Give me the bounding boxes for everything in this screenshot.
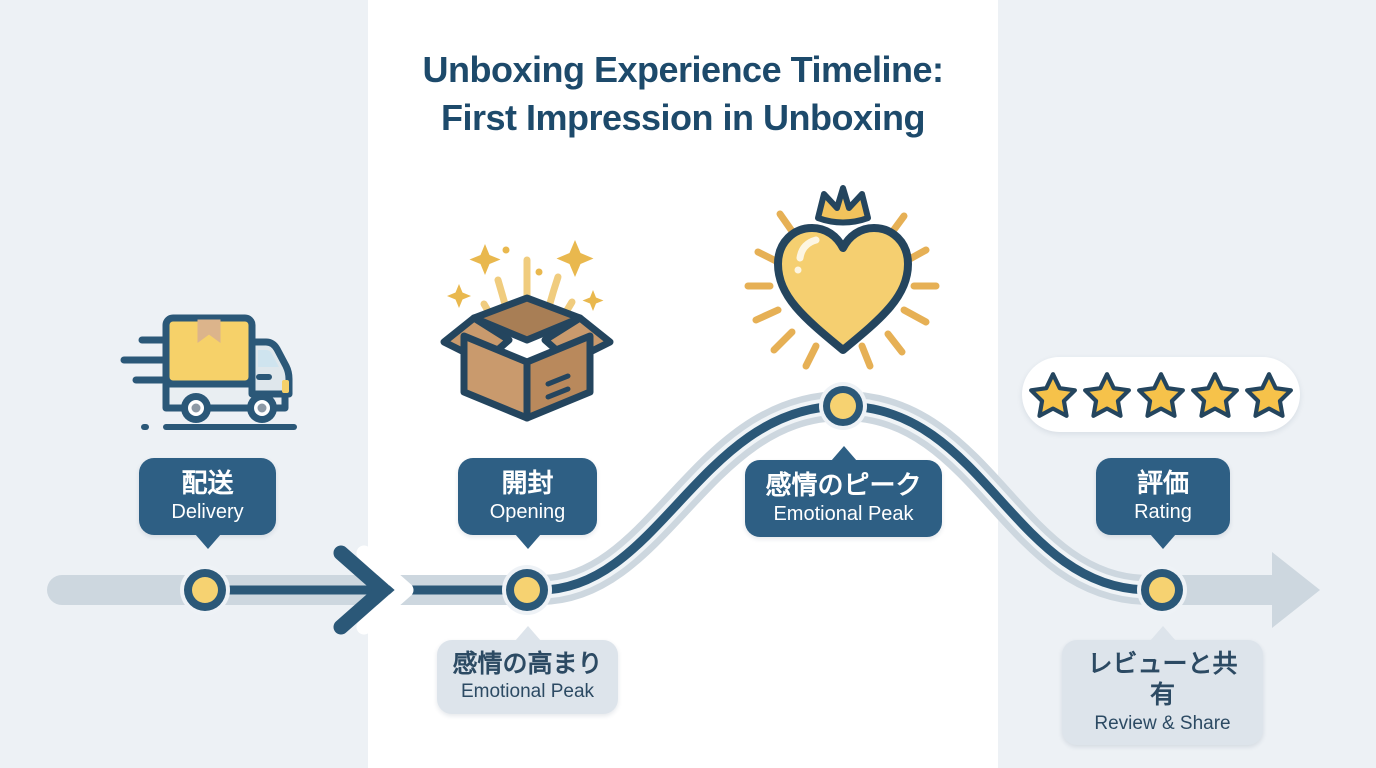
title-line-1: Unboxing Experience Timeline: (422, 49, 944, 90)
truck-wheels (181, 393, 277, 423)
star-icon (1029, 371, 1077, 418)
star-icon (1245, 371, 1293, 418)
timeline-end-arrow-icon (1272, 552, 1320, 628)
milestone-label-rating-en: Rating (1134, 500, 1192, 523)
annotation-emotional-rise-jp: 感情の高まり (452, 650, 603, 678)
milestone-label-opening-en: Opening (489, 500, 566, 523)
five-star-rating-icon (1022, 357, 1300, 432)
milestone-label-emotional-peak-jp: 感情のピーク (765, 470, 922, 500)
milestone-label-opening-jp: 開封 (501, 468, 554, 498)
milestone-label-rating-jp: 評価 (1136, 468, 1189, 498)
annotation-emotional-rise: 感情の高まり Emotional Peak (437, 640, 618, 714)
timeline-chevron-icon (333, 545, 391, 635)
delivery-truck-icon (110, 296, 300, 432)
milestone-label-opening: 開封 Opening (458, 458, 597, 535)
star-icon (1137, 371, 1185, 418)
timeline-chevron-gap (356, 545, 414, 635)
milestone-label-emotional-peak-en: Emotional Peak (773, 502, 914, 525)
milestone-label-delivery-en: Delivery (171, 500, 244, 523)
milestone-label-emotional-peak: 感情のピーク Emotional Peak (745, 460, 942, 537)
milestone-label-delivery-jp: 配送 (181, 468, 234, 498)
annotation-review-share-en: Review & Share (1094, 712, 1231, 734)
node-opening (502, 565, 552, 615)
page-title: Unboxing Experience Timeline: First Impr… (368, 46, 998, 142)
node-delivery (180, 565, 230, 615)
crowned-heart-icon (738, 182, 948, 378)
open-box-sparkles-icon (432, 232, 622, 432)
milestone-label-rating: 評価 Rating (1096, 458, 1230, 535)
node-rating (1137, 565, 1187, 615)
annotation-emotional-rise-en: Emotional Peak (460, 681, 595, 703)
milestone-label-delivery: 配送 Delivery (139, 458, 276, 535)
annotation-review-share-jp: レビューと共有 (1087, 650, 1238, 710)
node-emotional-peak (819, 382, 867, 430)
title-line-2: First Impression in Unboxing (440, 96, 926, 138)
star-icon (1191, 371, 1239, 418)
annotation-review-share: レビューと共有 Review & Share (1062, 640, 1263, 746)
star-icon (1083, 371, 1131, 418)
